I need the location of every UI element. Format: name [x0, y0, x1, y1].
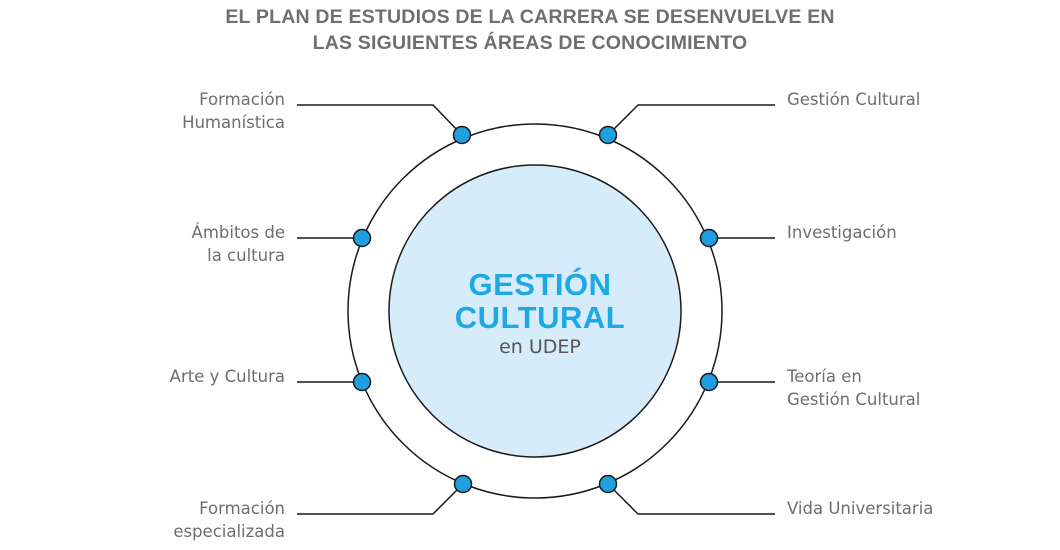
node-right-2 — [699, 228, 719, 248]
connector-left-4 — [297, 483, 464, 515]
node-left-1 — [452, 125, 472, 145]
area-left-2-line-1: Ámbitos de — [191, 223, 285, 242]
node-right-4 — [598, 474, 618, 494]
node-left-3 — [352, 372, 372, 392]
area-left-4-line-1: Formación — [199, 499, 285, 518]
node-left-2 — [352, 228, 372, 248]
title-line-1: EL PLAN DE ESTUDIOS DE LA CARRERA SE DES… — [225, 6, 835, 28]
area-left-2: Ámbitos de la cultura — [192, 221, 285, 267]
area-right-2-line-1: Investigación — [787, 223, 897, 242]
center-label: GESTIÓN CULTURAL en UDEP — [390, 268, 690, 359]
center-title-line-1: GESTIÓN — [468, 267, 612, 302]
inner-circle — [388, 164, 682, 458]
area-right-3: Teoría en Gestión Cultural — [787, 365, 920, 411]
connector-left-1 — [297, 104, 463, 136]
area-right-1: Gestión Cultural — [787, 88, 920, 111]
area-left-3-line-1: Arte y Cultura — [169, 367, 285, 386]
connector-right-4 — [607, 483, 775, 515]
node-right-1 — [598, 125, 618, 145]
area-left-1: Formación Humanística — [182, 88, 285, 134]
node-left-4 — [453, 474, 473, 494]
area-right-4-line-1: Vida Universitaria — [787, 499, 934, 518]
outer-ring — [347, 123, 723, 499]
title-line-2: LAS SIGUIENTES ÁREAS DE CONOCIMIENTO — [312, 32, 748, 54]
area-right-2: Investigación — [787, 221, 897, 244]
diagram-title: EL PLAN DE ESTUDIOS DE LA CARRERA SE DES… — [0, 4, 1060, 56]
area-right-3-line-2: Gestión Cultural — [787, 390, 921, 409]
area-left-4: Formación especializada — [173, 497, 285, 543]
center-subtitle: en UDEP — [499, 336, 581, 358]
area-right-3-line-1: Teoría en — [787, 367, 862, 386]
area-right-4: Vida Universitaria — [787, 497, 933, 520]
center-title-line-2: CULTURAL — [454, 300, 626, 335]
area-left-4-line-2: especializada — [173, 522, 285, 541]
area-right-1-line-1: Gestión Cultural — [787, 90, 921, 109]
area-left-3: Arte y Cultura — [170, 365, 285, 388]
connector-right-1 — [607, 104, 775, 136]
node-right-3 — [699, 372, 719, 392]
center-title: GESTIÓN CULTURAL — [390, 268, 690, 334]
area-left-2-line-2: la cultura — [207, 246, 285, 265]
area-left-1-line-1: Formación — [199, 90, 285, 109]
area-left-1-line-2: Humanística — [182, 113, 285, 132]
